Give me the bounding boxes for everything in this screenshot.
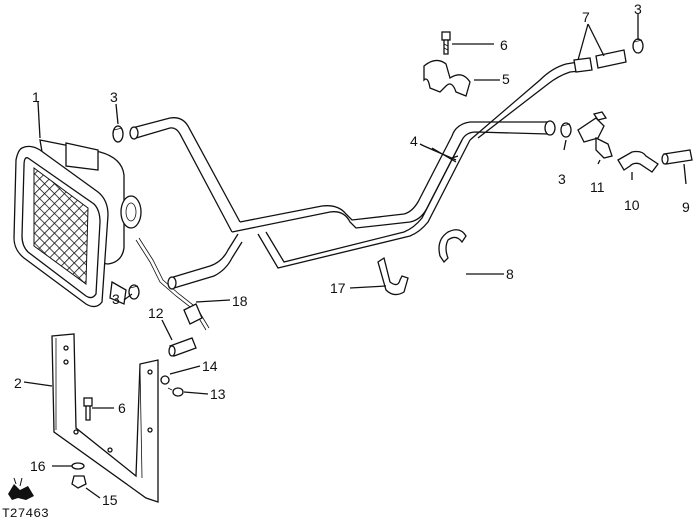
- callout-11: 11: [590, 179, 605, 195]
- screw-6-top: [441, 31, 451, 55]
- callout-6-lower: 6: [118, 400, 126, 416]
- clamp-3-bottom: [128, 284, 140, 300]
- handrail-tubes: [129, 57, 593, 290]
- bolt-13: [167, 387, 184, 397]
- callout-7: 7: [582, 9, 590, 25]
- figure-id: T27463: [2, 506, 49, 521]
- clamp-3-right: [560, 122, 572, 138]
- callout-5: 5: [502, 71, 510, 87]
- callout-18: 18: [232, 293, 248, 309]
- callout-8: 8: [506, 266, 514, 282]
- callout-17: 17: [330, 280, 346, 296]
- valve-11: [577, 111, 613, 159]
- fitting-9: [661, 149, 693, 165]
- callout-16: 16: [30, 458, 46, 474]
- hose-7: [595, 49, 627, 69]
- clamp-3-top: [632, 38, 644, 54]
- mounting-bracket: [51, 333, 159, 503]
- callout-13: 13: [210, 386, 226, 402]
- washer-14: [160, 375, 170, 385]
- leader-lines: [23, 14, 687, 499]
- callout-10: 10: [624, 197, 640, 213]
- callout-4: 4: [410, 133, 418, 149]
- callout-12: 12: [148, 305, 164, 321]
- screw-6-lower: [83, 397, 93, 421]
- callout-3-bottom: 3: [112, 291, 120, 307]
- callout-labels: 1 2 3 3 3 3 4 5 6 6 7 8 9 10 11 12 13 14…: [14, 1, 690, 508]
- callout-1: 1: [32, 89, 40, 105]
- wiring-harness: [135, 237, 210, 357]
- callout-6-top: 6: [500, 37, 508, 53]
- callout-15: 15: [102, 492, 118, 508]
- callout-2: 2: [14, 375, 22, 391]
- clamp-17: [377, 256, 409, 296]
- washer-16: [71, 462, 85, 470]
- clamp-3-left: [112, 125, 124, 143]
- clamp-8: [438, 229, 467, 264]
- callout-14: 14: [202, 358, 218, 374]
- nut-15: [71, 475, 87, 489]
- callout-9: 9: [682, 199, 690, 215]
- headlight-assembly: [13, 139, 142, 308]
- clamp-bracket-5: [423, 59, 471, 97]
- callout-3-left: 3: [110, 89, 118, 105]
- hose-10: [617, 150, 659, 173]
- callout-3-right: 3: [558, 171, 566, 187]
- deer-logo-icon: [8, 477, 34, 500]
- callout-3-top: 3: [634, 1, 642, 17]
